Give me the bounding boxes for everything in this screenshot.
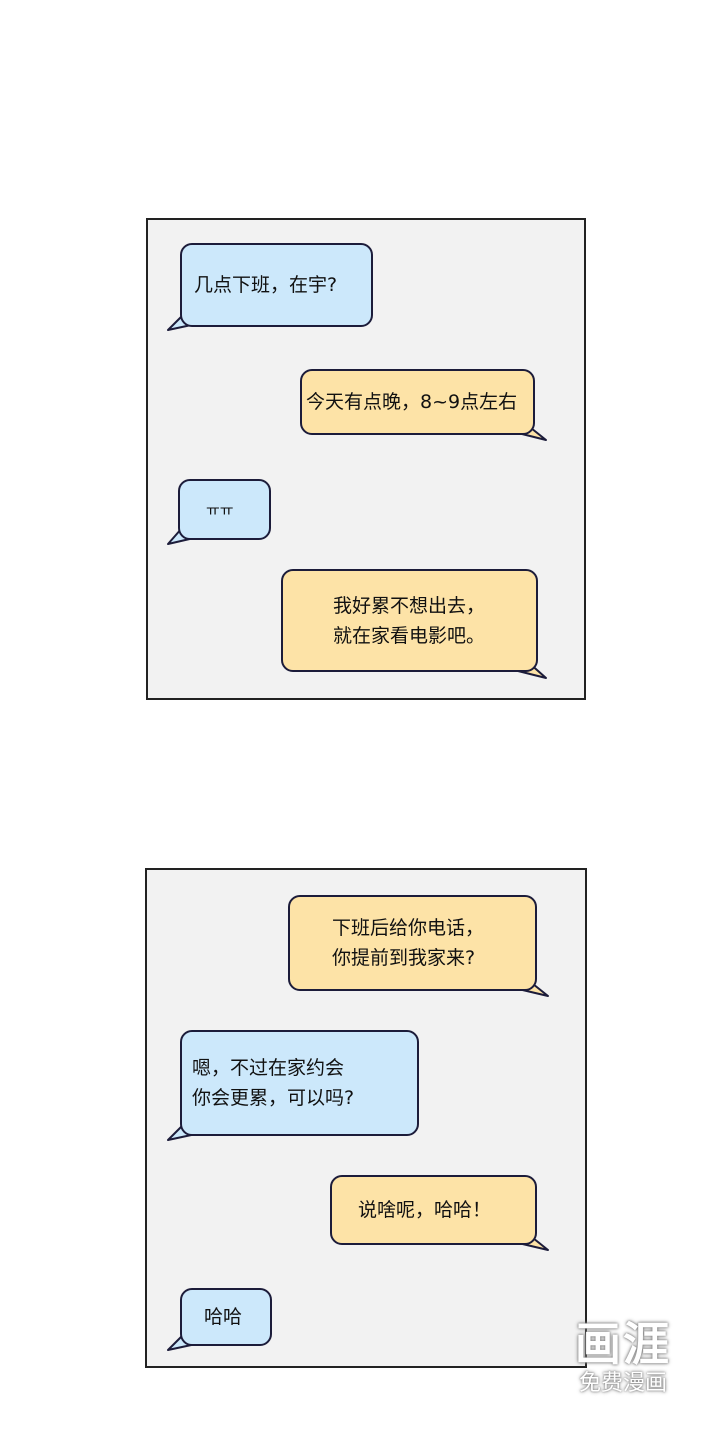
chat-bubble-outgoing: 今天有点晚，8~9点左右 [300,369,535,435]
message-text: ㅠㅠ [206,500,234,519]
chat-bubble-incoming: 哈哈 [180,1288,272,1346]
chat-bubble-outgoing: 我好累不想出去， 就在家看电影吧。 [281,569,538,672]
message-text: 我好累不想出去， 就在家看电影吧。 [333,594,486,647]
watermark-tagline: 免费漫画 [578,1371,667,1396]
message-text: 哈哈 [204,1306,243,1328]
message-text: 嗯，不过在家约会 你会更累，可以吗? [192,1057,355,1109]
chat-bubble-outgoing: 下班后给你电话， 你提前到我家来? [288,895,537,991]
watermark: 画涯 免费漫画 [562,1318,684,1398]
message-text: 说啥呢，哈哈！ [358,1199,492,1221]
message-text: 今天有点晚，8~9点左右 [306,391,518,413]
message-text: 几点下班，在宇? [194,274,338,296]
message-text: 下班后给你电话， 你提前到我家来? [332,917,485,969]
chat-bubble-outgoing: 说啥呢，哈哈！ [330,1175,537,1245]
watermark-logo: 画涯 [575,1317,671,1371]
chat-bubble-incoming: 嗯，不过在家约会 你会更累，可以吗? [180,1030,419,1136]
chat-bubble-incoming: ㅠㅠ [178,479,271,540]
chat-bubble-incoming: 几点下班，在宇? [180,243,373,327]
